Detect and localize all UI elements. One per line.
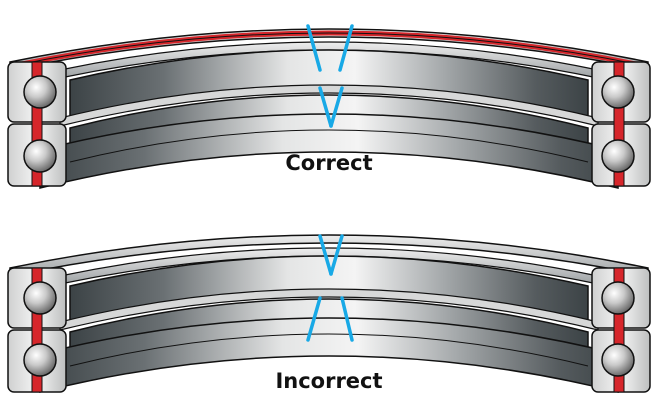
alignment-marker-v (306, 24, 354, 128)
ball-upper-left (23, 281, 57, 315)
ball-upper-right (601, 75, 635, 109)
front-face (39, 113, 619, 189)
caption-incorrect: Incorrect (275, 369, 382, 393)
ball-lower-left (23, 139, 57, 173)
panel-correct: Correct (7, 24, 651, 196)
right-cross-section (591, 61, 651, 187)
left-cross-section (7, 267, 67, 393)
ball-lower-left (23, 343, 57, 377)
caption-correct: Correct (285, 151, 372, 175)
alignment-marker-mismatch (306, 234, 354, 342)
panel-incorrect: Incorrect (7, 234, 651, 396)
ball-lower-right (601, 139, 635, 173)
ball-lower-right (601, 343, 635, 377)
right-cross-section (591, 267, 651, 393)
left-cross-section (7, 61, 67, 187)
ball-upper-right (601, 281, 635, 315)
ball-upper-left (23, 75, 57, 109)
